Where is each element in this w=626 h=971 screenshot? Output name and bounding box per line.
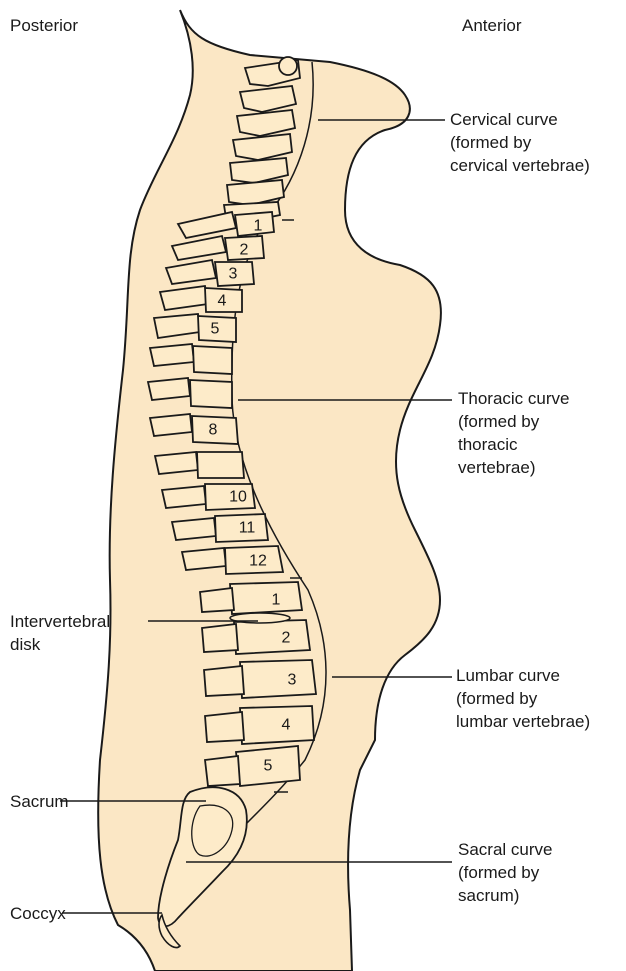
thoracic-number: 10 xyxy=(229,489,247,506)
thoracic-number: 4 xyxy=(218,293,227,310)
lumbar-process-4 xyxy=(205,712,244,742)
thoracic-number: 12 xyxy=(249,553,267,570)
thoracic-curve-label: Thoracic curve (formed by thoracic verte… xyxy=(458,387,569,479)
lumbar-curve-line-2: (formed by xyxy=(456,687,590,710)
thoracic-process-7 xyxy=(148,378,190,400)
thoracic-process-8 xyxy=(150,414,192,436)
intervertebral-line-1: Intervertebral xyxy=(10,610,110,633)
thoracic-number: 2 xyxy=(240,242,249,259)
sacrum-label: Sacrum xyxy=(10,790,69,813)
posterior-label: Posterior xyxy=(10,14,78,37)
thoracic-curve-line-3: thoracic xyxy=(458,433,569,456)
intervertebral-disk-label: Intervertebral disk xyxy=(10,610,110,656)
thoracic-number: 11 xyxy=(239,520,256,537)
lumbar-vertebra-1 xyxy=(230,582,302,614)
lumbar-vertebra-3 xyxy=(240,660,316,698)
cervical-curve-line-2: (formed by xyxy=(450,131,590,154)
lumbar-number: 3 xyxy=(288,672,297,689)
lumbar-process-1 xyxy=(200,588,234,612)
thoracic-process-9 xyxy=(155,452,198,474)
lumbar-number: 1 xyxy=(272,592,281,609)
thoracic-number: 3 xyxy=(229,266,238,283)
lumbar-process-3 xyxy=(204,666,244,696)
thoracic-curve-line-2: (formed by xyxy=(458,410,569,433)
lumbar-number: 2 xyxy=(282,630,291,647)
thoracic-vertebra-6 xyxy=(193,346,232,374)
lumbar-curve-line-3: lumbar vertebrae) xyxy=(456,710,590,733)
thoracic-number: 5 xyxy=(211,321,220,338)
lumbar-number: 4 xyxy=(282,717,291,734)
cervical-curve-label: Cervical curve (formed by cervical verte… xyxy=(450,108,590,177)
thoracic-number: 8 xyxy=(209,422,218,439)
sacral-curve-label: Sacral curve (formed by sacrum) xyxy=(458,838,552,907)
sacral-curve-line-1: Sacral curve xyxy=(458,838,552,861)
lumbar-curve-label: Lumbar curve (formed by lumbar vertebrae… xyxy=(456,664,590,733)
lumbar-number: 5 xyxy=(264,758,273,775)
lumbar-vertebra-4 xyxy=(240,706,314,744)
anterior-label: Anterior xyxy=(462,14,522,37)
thoracic-vertebra-9 xyxy=(197,452,244,478)
cervical-curve-line-1: Cervical curve xyxy=(450,108,590,131)
thoracic-curve-line-4: vertebrae) xyxy=(458,456,569,479)
thoracic-vertebra-7 xyxy=(190,380,232,408)
thoracic-number: 1 xyxy=(254,218,263,235)
intervertebral-line-2: disk xyxy=(10,633,110,656)
coccyx-label: Coccyx xyxy=(10,902,66,925)
thoracic-process-12 xyxy=(182,548,226,570)
lumbar-process-2 xyxy=(202,624,238,652)
lumbar-vertebra-2 xyxy=(234,620,310,654)
thoracic-process-6 xyxy=(150,344,194,366)
thoracic-process-10 xyxy=(162,486,206,508)
sacral-curve-line-2: (formed by xyxy=(458,861,552,884)
cervical-curve-line-3: cervical vertebrae) xyxy=(450,154,590,177)
thoracic-curve-line-1: Thoracic curve xyxy=(458,387,569,410)
lumbar-process-5 xyxy=(205,756,240,786)
sacral-curve-line-3: sacrum) xyxy=(458,884,552,907)
thoracic-process-11 xyxy=(172,518,216,540)
lumbar-curve-line-1: Lumbar curve xyxy=(456,664,590,687)
